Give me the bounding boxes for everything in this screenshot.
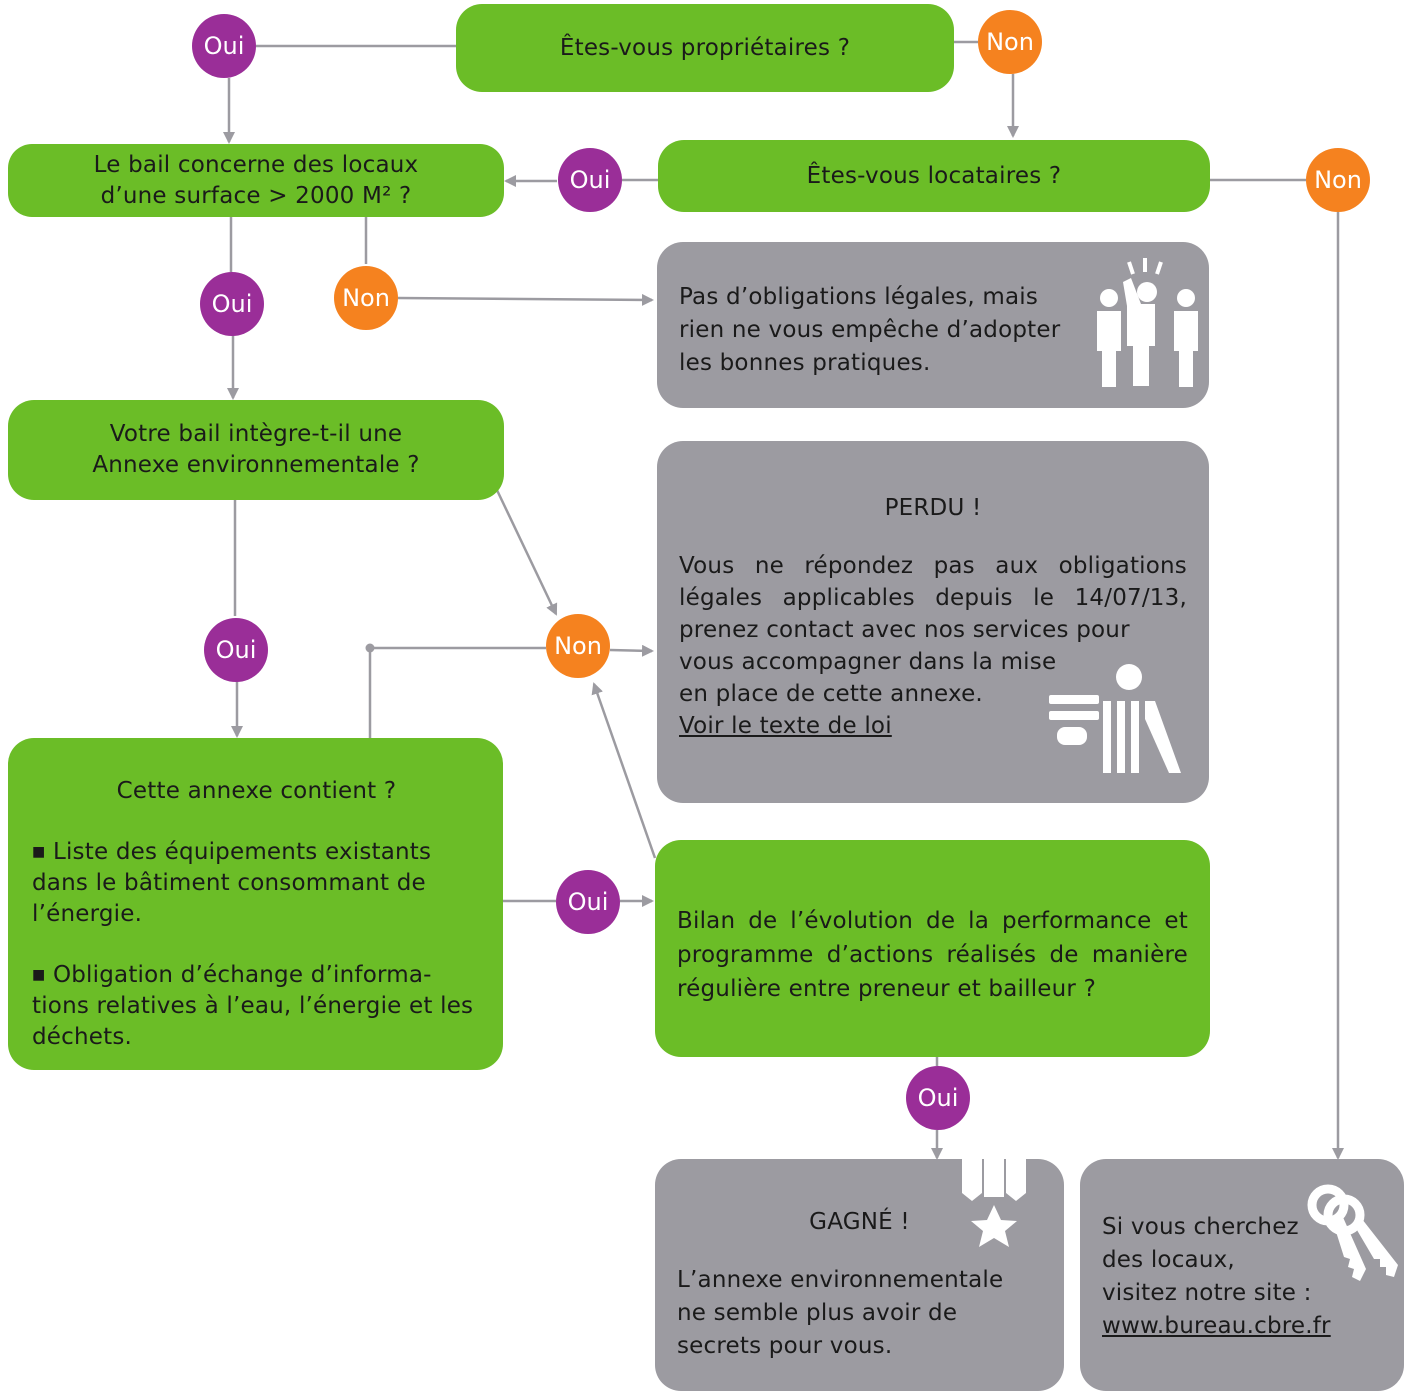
line-contient-non bbox=[368, 646, 546, 738]
question-annexe: Votre bail intègre-t-il une Annexe envir… bbox=[8, 400, 504, 500]
oui-label: Oui bbox=[917, 1084, 959, 1112]
result-locaux: Si vous cherchez des locaux, visitez not… bbox=[1080, 1159, 1404, 1391]
question-locataires: Êtes-vous locataires ? bbox=[658, 140, 1210, 212]
non-badge-proprietaires: Non bbox=[978, 10, 1042, 74]
oui-badge-proprietaires: Oui bbox=[192, 14, 256, 78]
medal-icon bbox=[962, 1159, 1026, 1247]
question-surface-line1: Le bail concerne des locaux bbox=[93, 151, 419, 178]
non-label: Non bbox=[342, 284, 390, 312]
perdu-title: PERDU ! bbox=[884, 495, 982, 521]
locaux-line2: des locaux, bbox=[1102, 1247, 1235, 1273]
oui-badge-locataires: Oui bbox=[558, 148, 622, 212]
non-label: Non bbox=[986, 28, 1034, 56]
no-obligation-line3: les bonnes pratiques. bbox=[679, 350, 931, 376]
gagne-title: GAGNÉ ! bbox=[809, 1209, 910, 1235]
no-obligation-line2: rien ne vous empêche d’adopter bbox=[679, 317, 1061, 343]
contient-title: Cette annexe contient ? bbox=[116, 778, 397, 804]
non-label: Non bbox=[1314, 166, 1362, 194]
question-proprietaires: Êtes-vous propriétaires ? bbox=[456, 4, 954, 92]
contient-item-1: ■ Liste des équipements existants dans l… bbox=[32, 837, 481, 930]
result-perdu: PERDU ! Vous ne répondez pas aux obligat… bbox=[657, 441, 1209, 803]
gagne-line2: ne semble plus avoir de bbox=[677, 1300, 958, 1326]
result-gagne: GAGNÉ ! L’annexe environnementale ne sem… bbox=[655, 1159, 1064, 1391]
oui-label: Oui bbox=[211, 290, 253, 318]
contient-item-2-text: Obligation d’échange d’informa-tions rel… bbox=[32, 962, 474, 1050]
arrow-non-perdu bbox=[609, 644, 654, 657]
non-badge-surface: Non bbox=[334, 266, 398, 330]
contient-item-1-text: Liste des équipements existants dans le … bbox=[32, 839, 432, 927]
oui-badge-surface: Oui bbox=[200, 272, 264, 336]
locaux-line3: visitez notre site : bbox=[1102, 1280, 1312, 1306]
oui-badge-contient: Oui bbox=[556, 870, 620, 934]
people-icon bbox=[1097, 258, 1198, 387]
perdu-line5: en place de cette annexe. bbox=[679, 681, 983, 707]
keys-icon bbox=[1307, 1184, 1398, 1281]
contient-item-2: ■ Obligation d’échange d’informa-tions r… bbox=[32, 960, 481, 1053]
no-obligation-line1: Pas d’obligations légales, mais bbox=[679, 284, 1039, 310]
question-surface-line2: d’une surface > 2000 M² ? bbox=[100, 182, 412, 209]
question-annexe-line2: Annexe environnementale ? bbox=[92, 452, 420, 478]
junction-dot bbox=[365, 643, 375, 653]
oui-badge-bilan: Oui bbox=[906, 1066, 970, 1130]
bilan-text: Bilan de l’évolution de la performance e… bbox=[677, 908, 1188, 1002]
referee-icon bbox=[1049, 664, 1181, 773]
bullet-icon: ■ bbox=[32, 967, 46, 983]
oui-label: Oui bbox=[567, 888, 609, 916]
locaux-line1: Si vous cherchez bbox=[1102, 1214, 1299, 1240]
oui-label: Oui bbox=[569, 166, 611, 194]
perdu-line4: vous accompagner dans la mise bbox=[679, 649, 1057, 675]
gagne-line3: secrets pour vous. bbox=[677, 1333, 893, 1359]
oui-label: Oui bbox=[203, 32, 245, 60]
oui-badge-annexe: Oui bbox=[204, 618, 268, 682]
question-proprietaires-text: Êtes-vous propriétaires ? bbox=[559, 34, 851, 61]
perdu-law-link[interactable]: Voir le texte de loi bbox=[679, 713, 892, 739]
question-contient: Cette annexe contient ? ■ Liste des équi… bbox=[8, 738, 503, 1070]
non-label: Non bbox=[554, 632, 602, 660]
arrow-annexe-non bbox=[494, 487, 558, 616]
non-badge-locataires: Non bbox=[1306, 148, 1370, 212]
question-surface: Le bail concerne des locaux d’une surfac… bbox=[8, 144, 504, 217]
question-bilan: Bilan de l’évolution de la performance e… bbox=[655, 840, 1210, 1057]
non-badge-perdu: Non bbox=[546, 614, 610, 678]
question-locataires-text: Êtes-vous locataires ? bbox=[806, 162, 1062, 189]
bullet-icon: ■ bbox=[32, 844, 46, 860]
question-annexe-line1: Votre bail intègre-t-il une bbox=[109, 421, 403, 447]
perdu-text: Vous ne répondez pas aux obligations lég… bbox=[679, 553, 1187, 643]
locaux-site-link[interactable]: www.bureau.cbre.fr bbox=[1102, 1313, 1331, 1339]
arrow-bilan-non bbox=[591, 682, 657, 859]
result-no-obligation: Pas d’obligations légales, mais rien ne … bbox=[657, 242, 1209, 408]
gagne-line1: L’annexe environnementale bbox=[677, 1267, 1004, 1293]
oui-label: Oui bbox=[215, 636, 257, 664]
arrow-non-noobligation bbox=[397, 293, 654, 306]
